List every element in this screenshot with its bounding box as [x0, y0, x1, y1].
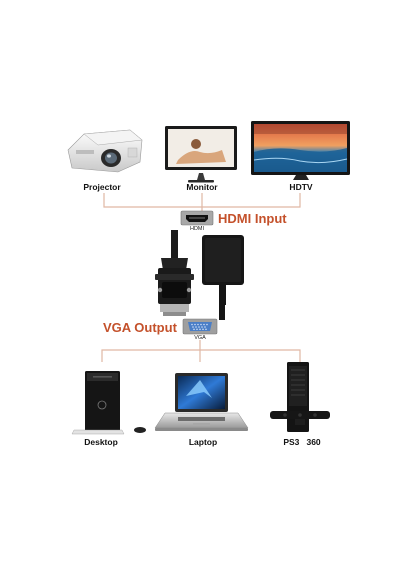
hdmi-port-icon: [181, 211, 213, 225]
projector-icon: [68, 130, 142, 172]
laptop-label: Laptop: [189, 437, 217, 447]
monitor-label: Monitor: [186, 182, 217, 192]
hdtv-icon: [251, 121, 350, 180]
bottom-connector-lines: [102, 340, 300, 362]
vga-output-label: VGA Output: [103, 320, 177, 335]
top-connector-lines: [104, 193, 300, 212]
vga-port-caption: VGA: [194, 335, 206, 341]
vga-port-icon: [183, 319, 217, 334]
desktop-label: Desktop: [84, 437, 118, 447]
monitor-icon: [165, 126, 237, 183]
projector-label: Projector: [83, 182, 120, 192]
hdtv-label: HDTV: [289, 182, 312, 192]
console-label: PS3 360: [283, 437, 320, 447]
hdmi-port-caption: HDMI: [190, 226, 204, 232]
laptop-icon: [155, 373, 248, 431]
hdmi-input-label: HDMI Input: [218, 211, 287, 226]
adapter-icon: [155, 230, 244, 320]
desktop-icon: [72, 371, 146, 434]
console-icon: [270, 362, 330, 432]
